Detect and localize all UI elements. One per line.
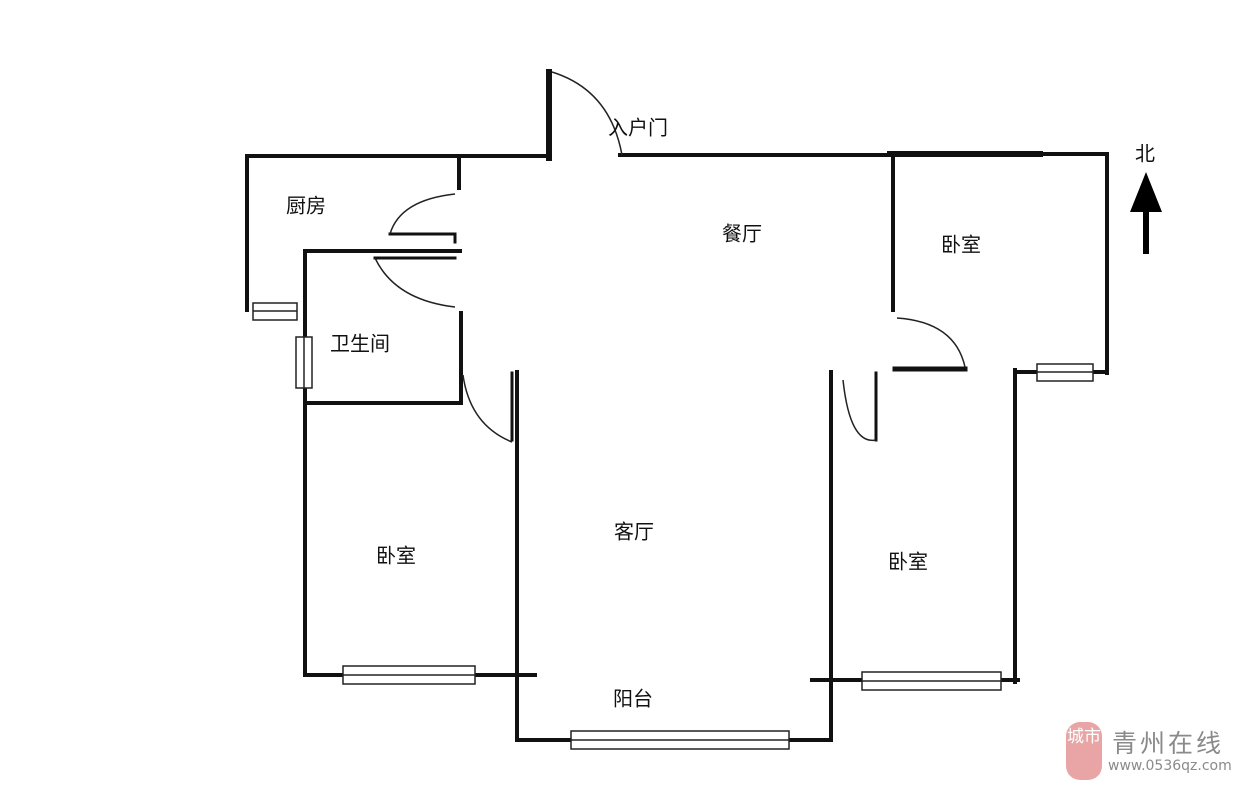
walls — [245, 69, 1109, 742]
label-entrance-door: 入户门 — [608, 115, 668, 140]
label-bedroom-se: 卧室 — [888, 549, 928, 574]
watermark-title: 青州在线 — [1112, 729, 1225, 758]
door-swings — [374, 71, 966, 443]
label-bedroom-ne: 卧室 — [941, 232, 981, 257]
windows — [252, 302, 1094, 750]
watermark: 城市 青州在线 www.0536qz.com — [1066, 722, 1254, 782]
bathroom-door-arc — [374, 257, 456, 308]
bedroom-se-door-arc — [842, 379, 877, 442]
label-living: 客厅 — [614, 519, 654, 544]
label-bathroom: 卫生间 — [330, 331, 390, 356]
watermark-seal: 城市 — [1066, 722, 1102, 780]
bedroom-ne-door-arc — [896, 317, 966, 368]
label-dining: 餐厅 — [722, 221, 762, 246]
watermark-url: www.0536qz.com — [1108, 758, 1232, 774]
compass-label: 北 — [1135, 141, 1155, 166]
kitchen-door-arc — [389, 193, 456, 235]
entrance-door-arc — [551, 71, 623, 156]
north-arrow-icon — [1130, 172, 1162, 254]
label-bedroom-sw: 卧室 — [376, 543, 416, 568]
label-kitchen: 厨房 — [286, 193, 326, 218]
bedroom-sw-door-arc — [462, 374, 513, 443]
label-balcony: 阳台 — [613, 686, 653, 711]
